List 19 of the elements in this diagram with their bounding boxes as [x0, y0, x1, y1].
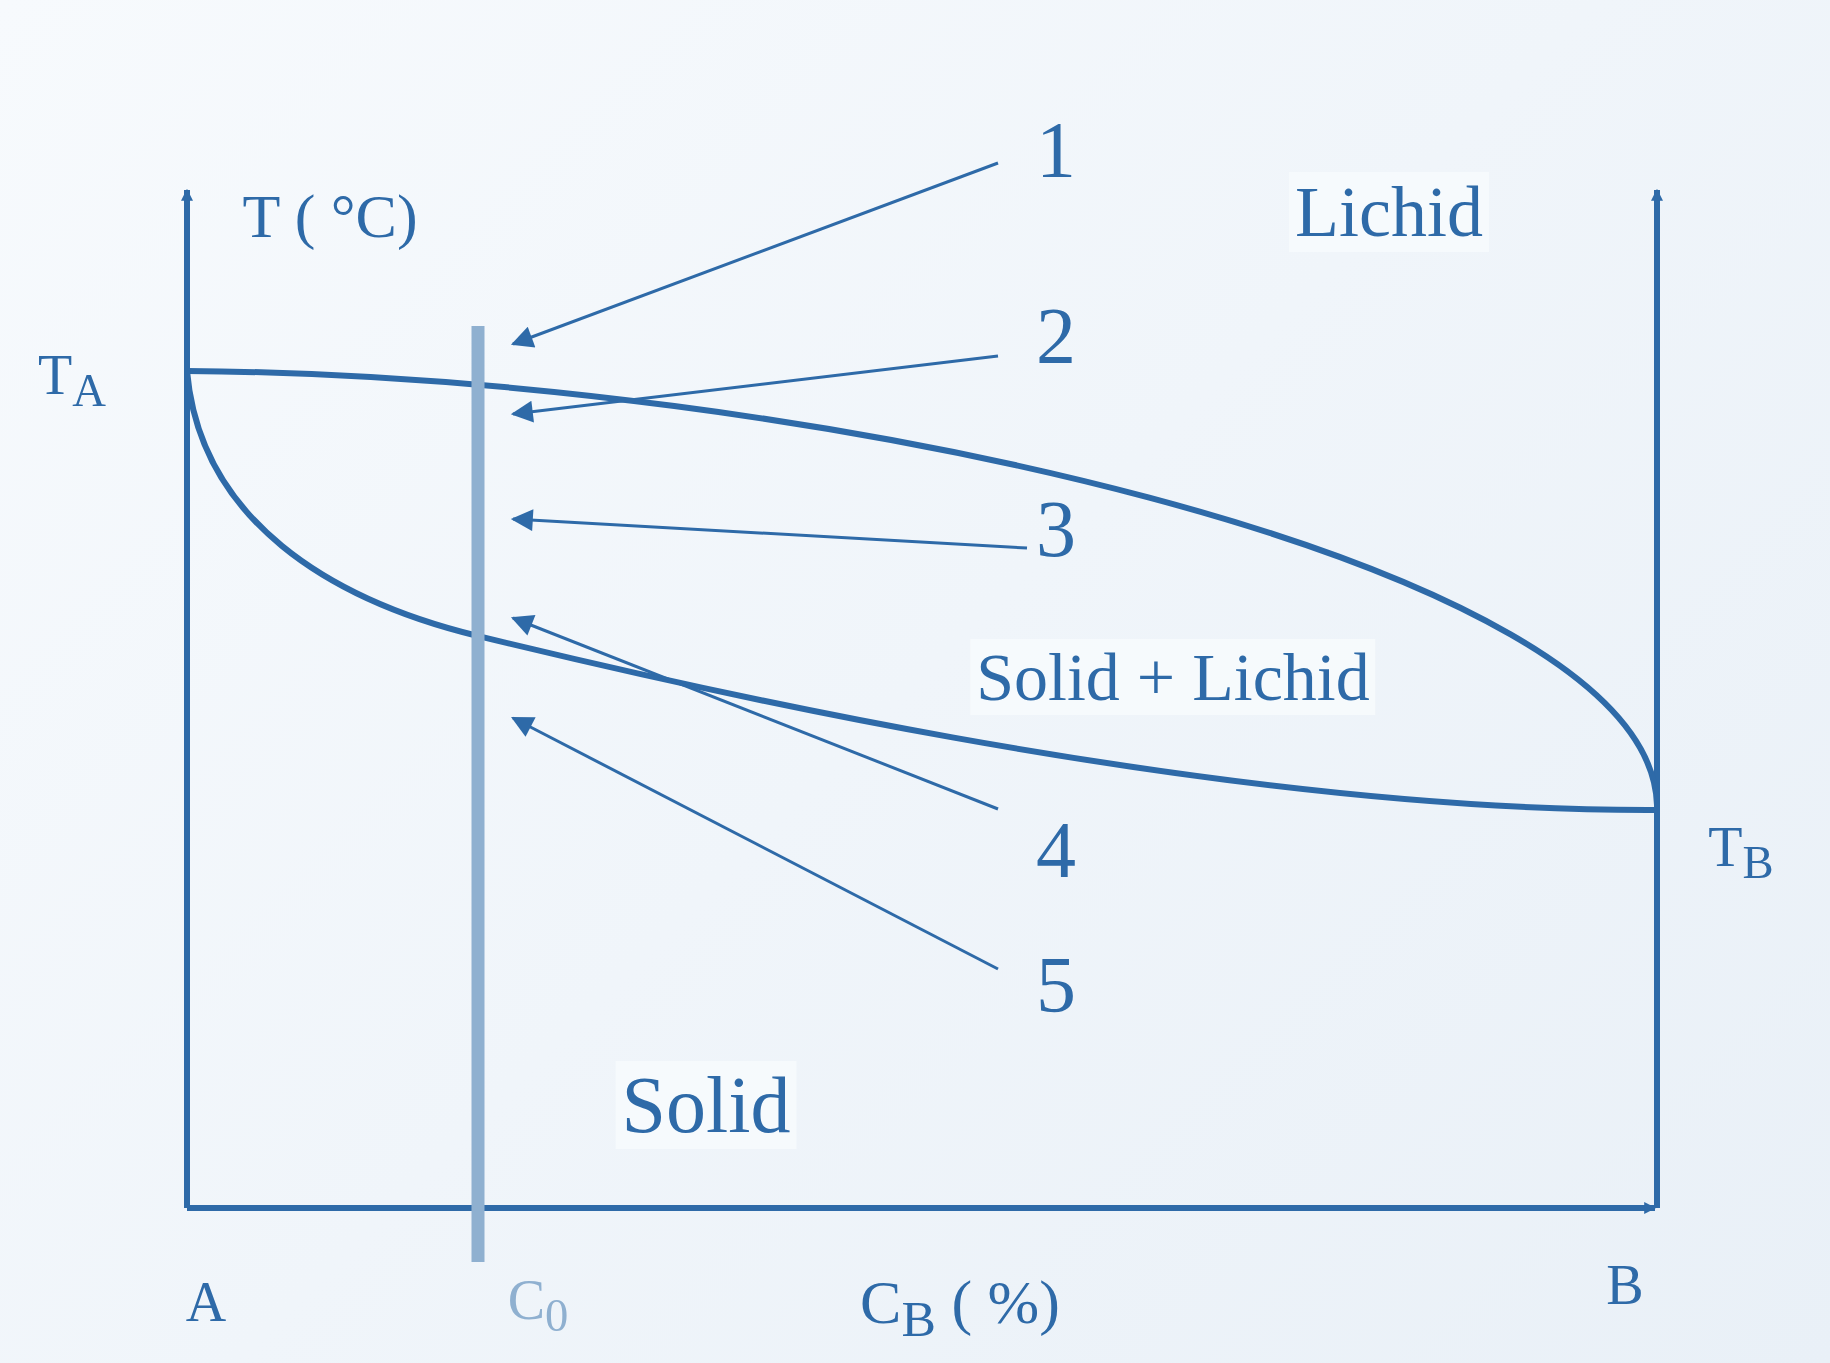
leader-line [510, 354, 999, 423]
callout-number: 5 [1036, 945, 1076, 1025]
region-label: Solid + Lichid [970, 639, 1376, 715]
callout-number: 1 [1036, 110, 1076, 190]
leader-line [511, 716, 999, 971]
region-label: Solid [615, 1061, 797, 1149]
leader-line [510, 161, 999, 348]
callout-number: 3 [1036, 489, 1076, 569]
axis-end-label: B [1606, 1257, 1644, 1313]
composition-label: C$_{0}$ [507, 1271, 569, 1339]
region-label: Lichid [1289, 172, 1489, 252]
leader-line [510, 615, 999, 811]
callout-number: 2 [1036, 296, 1076, 376]
leader-line [510, 509, 1028, 550]
axis-title: C$_{B}$ ( %) [860, 1270, 1060, 1346]
temperature-label: T$_{B}$ [1708, 818, 1774, 886]
temperature-label: T$_{A}$ [38, 346, 106, 414]
axis-end-label: A [185, 1274, 227, 1330]
callout-number: 4 [1036, 810, 1076, 890]
